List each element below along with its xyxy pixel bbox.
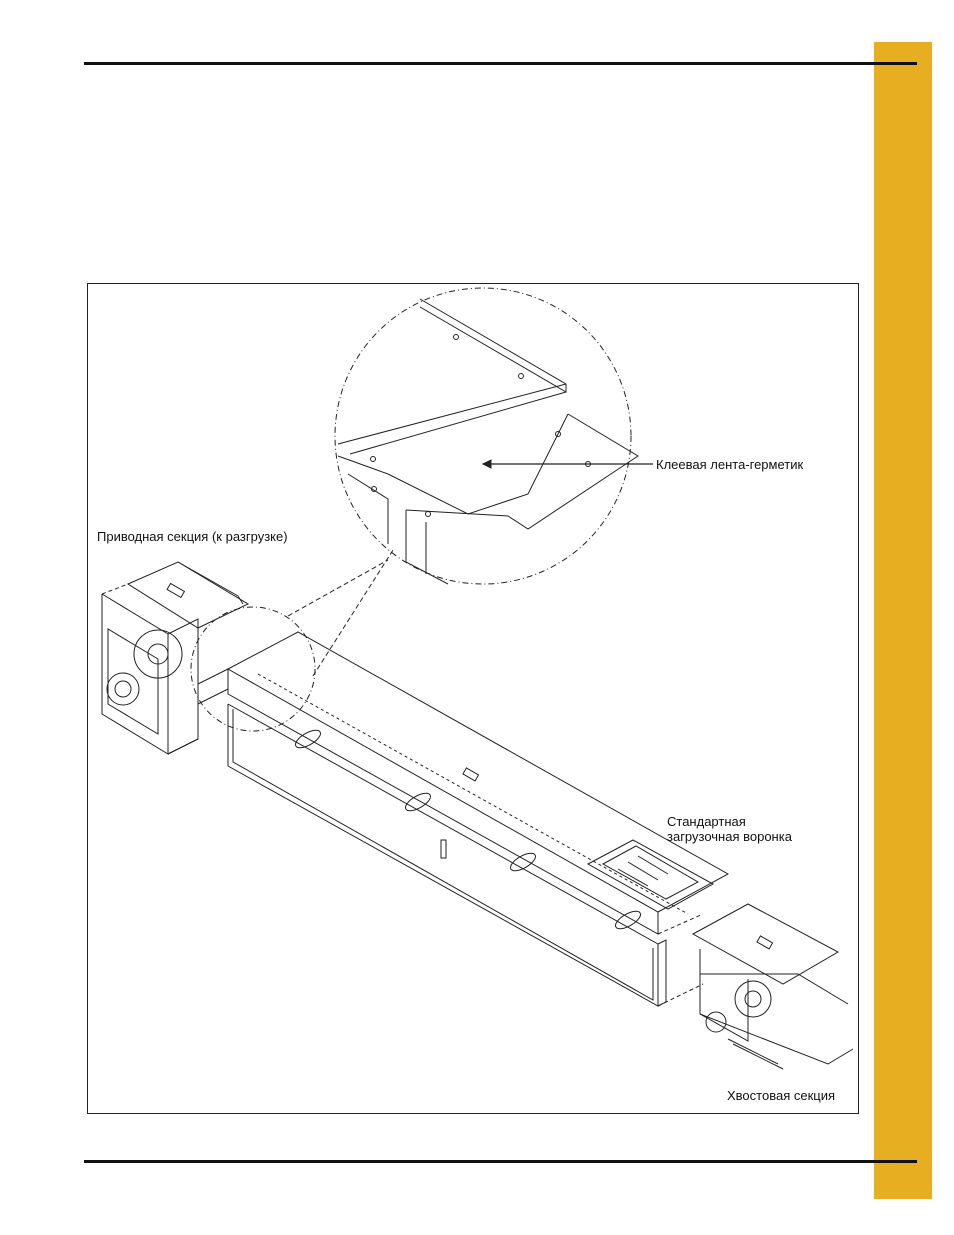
detail-magnifier-circle — [335, 288, 638, 584]
drive-section-label: Приводная секция (к разгрузке) — [97, 529, 288, 544]
footer-rule — [84, 1160, 917, 1163]
tail-section-label: Хвостовая секция — [727, 1088, 835, 1103]
sealant-tape-label: Клеевая лента-герметик — [656, 457, 803, 472]
chapter-side-tab — [874, 42, 932, 1199]
drive-section — [102, 562, 248, 754]
standard-inlet-label-line2: загрузочная воронка — [667, 829, 792, 844]
header-rule — [84, 62, 917, 65]
conveyor-drawing — [88, 284, 858, 1113]
tail-section — [693, 904, 853, 1069]
conveyor-assembly-figure — [87, 283, 859, 1114]
standard-inlet-label-line1: Стандартная — [667, 814, 792, 829]
trough-section — [228, 632, 728, 1006]
standard-inlet-label: Стандартная загрузочная воронка — [667, 814, 792, 844]
